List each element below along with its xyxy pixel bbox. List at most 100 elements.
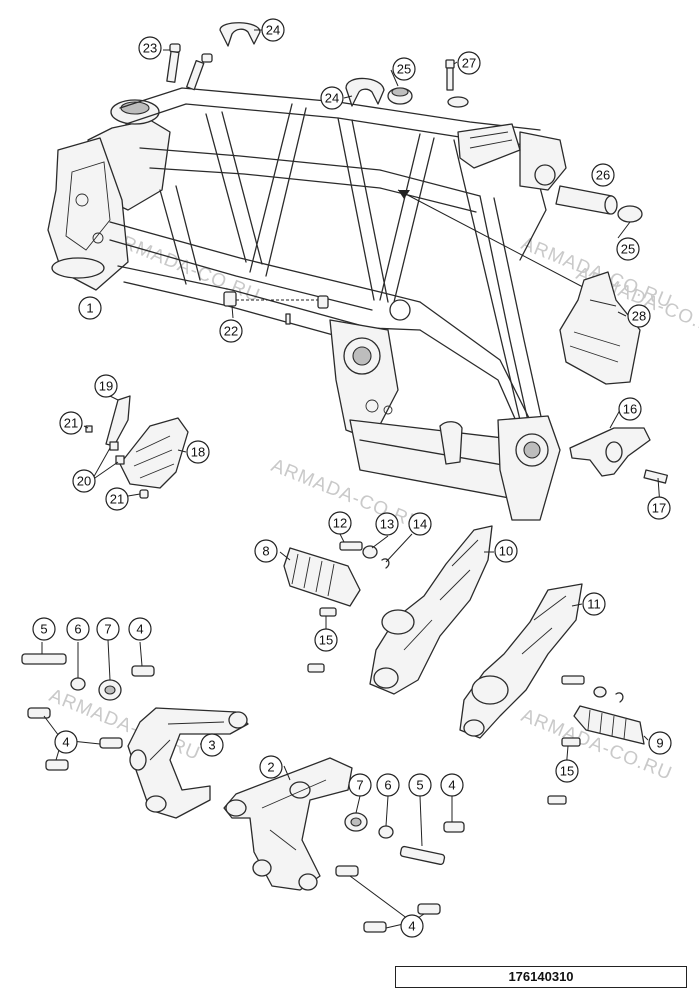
callout-label: 2 [267, 760, 274, 775]
arrow-head [398, 190, 410, 199]
callout-4: 4 [128, 617, 152, 641]
callout-7: 7 [348, 773, 372, 797]
leader-line [397, 189, 601, 297]
washer-part-6-center [378, 825, 394, 839]
callout-label: 6 [74, 622, 81, 637]
callout-4: 4 [400, 914, 424, 938]
callout-label: 7 [356, 778, 363, 793]
callout-5: 5 [32, 617, 56, 641]
callout-6: 6 [66, 617, 90, 641]
callout-label: 24 [266, 23, 280, 38]
bolt-part-5-left [21, 653, 67, 665]
callout-label: 4 [448, 778, 455, 793]
callout-8: 8 [254, 539, 278, 563]
callout-label: 15 [319, 633, 333, 648]
callout-21: 21 [59, 411, 83, 435]
callout-label: 15 [560, 764, 574, 779]
callout-label: 16 [623, 402, 637, 417]
callout-25: 25 [616, 237, 640, 261]
callout-10: 10 [494, 539, 518, 563]
frame-part-1 [47, 87, 567, 521]
callout-label: 4 [62, 735, 69, 750]
footpeg-part-9 [573, 705, 645, 745]
bracket-part-2 [223, 757, 353, 891]
bolt-part-23 [166, 43, 213, 91]
callout-4: 4 [54, 730, 78, 754]
callout-25: 25 [392, 57, 416, 81]
callout-label: 21 [64, 416, 78, 431]
callout-27: 27 [457, 51, 481, 75]
callout-label: 19 [99, 379, 113, 394]
bracket-part-3 [127, 707, 249, 819]
callout-label: 26 [596, 168, 610, 183]
bolt-part-5-center [399, 845, 446, 866]
clamp-part-24 [219, 22, 385, 107]
tube-part-26 [555, 185, 618, 215]
cap-part-25 [387, 87, 643, 223]
pin-and-clip-right [561, 675, 624, 703]
clip-part-14 [381, 558, 390, 569]
callout-11: 11 [582, 592, 606, 616]
callout-label: 4 [136, 622, 143, 637]
callout-9: 9 [648, 731, 672, 755]
callout-26: 26 [591, 163, 615, 187]
callout-label: 21 [110, 492, 124, 507]
callout-label: 6 [384, 778, 391, 793]
footpeg-bracket-part-11 [459, 583, 583, 739]
callout-24: 24 [261, 18, 285, 42]
callout-label: 3 [208, 738, 215, 753]
callout-14: 14 [408, 512, 432, 536]
callout-21: 21 [105, 487, 129, 511]
diagram-code-label: 176140310 [395, 966, 687, 988]
washer-part-13 [362, 545, 378, 559]
washer-part-6-left [70, 677, 86, 691]
callout-label: 13 [380, 517, 394, 532]
callout-label: 25 [397, 62, 411, 77]
screw-part-15-right [307, 607, 337, 673]
callout-18: 18 [186, 440, 210, 464]
callout-label: 5 [416, 778, 423, 793]
pin-part-12 [339, 541, 363, 551]
callout-28: 28 [627, 304, 651, 328]
footpeg-part-8 [283, 547, 361, 607]
callout-24: 24 [320, 86, 344, 110]
guard-part-16 [569, 427, 651, 477]
cover-part-18 [119, 417, 189, 489]
callout-label: 17 [652, 501, 666, 516]
callout-17: 17 [647, 496, 671, 520]
callout-23: 23 [138, 36, 162, 60]
callout-20: 20 [72, 469, 96, 493]
callout-15: 15 [555, 759, 579, 783]
callout-label: 10 [499, 544, 513, 559]
callout-1: 1 [78, 296, 102, 320]
callout-label: 23 [143, 41, 157, 56]
footpeg-bracket-part-10 [369, 525, 493, 695]
callout-label: 4 [408, 919, 415, 934]
nut-part-20 [91, 441, 125, 481]
callout-label: 12 [333, 516, 347, 531]
callout-12: 12 [328, 511, 352, 535]
callout-19: 19 [94, 374, 118, 398]
callout-label: 5 [40, 622, 47, 637]
clip-part-22 [223, 291, 329, 325]
bracket-part-19 [105, 395, 131, 447]
screw-part-4-center [335, 821, 465, 933]
callout-label: 9 [656, 736, 663, 751]
callout-label: 8 [262, 544, 269, 559]
callout-5: 5 [408, 773, 432, 797]
callout-label: 24 [325, 91, 339, 106]
callout-label: 25 [621, 242, 635, 257]
cover-part-28 [559, 271, 641, 385]
screw-part-27 [445, 59, 469, 108]
callout-3: 3 [200, 733, 224, 757]
callout-13: 13 [375, 512, 399, 536]
callout-label: 11 [587, 597, 601, 612]
callout-label: 7 [104, 622, 111, 637]
callout-label: 1 [86, 301, 93, 316]
bushing-part-7-left [98, 679, 122, 701]
callout-6: 6 [376, 773, 400, 797]
bolt-part-17 [643, 469, 668, 484]
callout-4: 4 [440, 773, 464, 797]
callout-16: 16 [618, 397, 642, 421]
